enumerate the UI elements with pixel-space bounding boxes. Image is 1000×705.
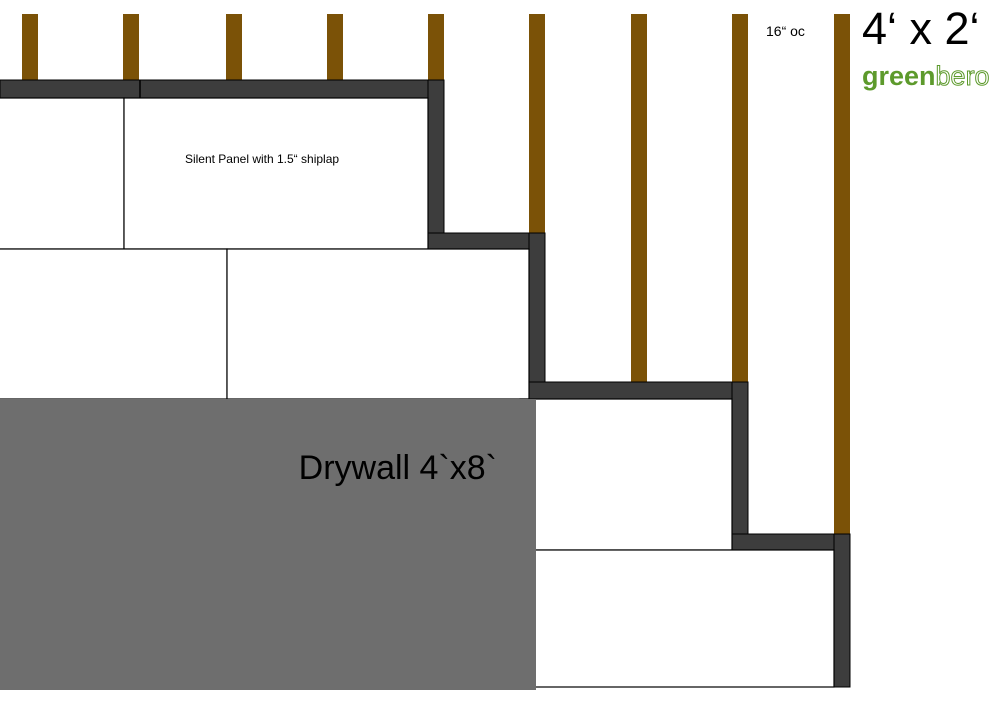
drywall-sheet (0, 399, 536, 690)
page-title: 4‘ x 2‘ (862, 3, 980, 54)
stud-8 (732, 14, 748, 382)
panel-row2-a (0, 248, 228, 400)
furring-strip-step-3 (731, 533, 851, 551)
stud-2 (123, 14, 139, 80)
panel-row1-a (0, 97, 125, 250)
stud-1 (22, 14, 38, 80)
studs (22, 14, 850, 534)
stud-9 (834, 14, 850, 534)
stud-5 (428, 14, 444, 80)
stud-7 (631, 14, 647, 382)
furring-strip-step-2 (528, 381, 749, 400)
brand-logo: greenbero (862, 61, 990, 91)
panel-row4 (519, 549, 835, 688)
furring-strip-vertical-4 (833, 533, 851, 688)
stud-6 (529, 14, 545, 234)
silent-panels (0, 97, 835, 688)
panel-row3 (519, 398, 733, 551)
panel-row2-b (226, 248, 530, 400)
drywall-label: Drywall 4`x8` (299, 449, 497, 487)
logo-part-2: bero (936, 61, 990, 91)
stud-3 (226, 14, 242, 80)
furring-strip-vertical-3 (731, 381, 749, 551)
spacing-label: 16“ oc (766, 23, 805, 39)
stud-4 (327, 14, 343, 80)
furring-strip-vertical-1 (427, 79, 445, 251)
furring-strip-top (0, 79, 445, 99)
panel-label: Silent Panel with 1.5“ shiplap (185, 152, 339, 166)
panel-row1-b (123, 97, 429, 250)
furring-strip-step-1 (427, 232, 546, 250)
logo-part-1: green (862, 61, 936, 91)
furring-strip-vertical-2 (528, 232, 546, 400)
